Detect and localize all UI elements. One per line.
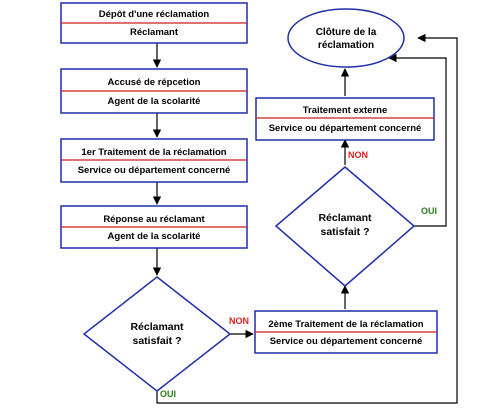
process-box-reponse: Réponse au réclamant Agent de la scolari…: [60, 205, 248, 249]
decision-diamond-2: Réclamant satisfait ?: [274, 166, 416, 287]
process-box-accuse: Accusé de répcetion Agent de la scolarit…: [60, 68, 248, 114]
arrow-d1-oui-terminal: [156, 33, 458, 404]
label-non-1: NON: [229, 316, 249, 326]
process-box-traitement1: 1er Traitement de la réclamation Service…: [60, 138, 248, 183]
terminal-line2: réclamation: [318, 40, 374, 51]
arrow-d2-oui-terminal: [388, 53, 447, 227]
terminal-cloture: Clôture de la réclamation: [287, 8, 405, 68]
decision1-line1: Réclamant: [130, 321, 184, 333]
decision2-line2: satisfait ?: [320, 226, 369, 238]
box-accuse-title: Accusé de répcetion: [108, 77, 201, 88]
process-box-depot: Dépôt d'une réclamation Réclamant: [60, 2, 248, 44]
box-traitement2-actor: Service ou département concerné: [270, 336, 423, 347]
box-traitement1-actor: Service ou département concerné: [78, 165, 231, 176]
box-depot-actor: Réclamant: [130, 27, 179, 38]
label-oui-1: OUI: [160, 389, 176, 399]
process-box-traitement2: 2ème Traitement de la réclamation Servic…: [254, 310, 438, 354]
box-depot-title: Dépôt d'une réclamation: [99, 9, 210, 20]
box-reponse-title: Réponse au réclamant: [103, 214, 205, 225]
box-accuse-actor: Agent de la scolarité: [108, 96, 201, 107]
process-box-externe: Traitement externe Service ou départemen…: [255, 97, 435, 141]
connectors: [152, 33, 458, 404]
decision2-line1: Réclamant: [318, 212, 372, 224]
terminal-line1: Clôture de la: [316, 27, 377, 38]
label-non-2: NON: [348, 150, 368, 160]
decision1-line2: satisfait ?: [132, 335, 181, 347]
box-traitement2-title: 2ème Traitement de la réclamation: [268, 319, 423, 330]
decision-diamond-1: Réclamant satisfait ?: [82, 276, 232, 392]
box-reponse-actor: Agent de la scolarité: [108, 231, 201, 242]
box-externe-title: Traitement externe: [303, 105, 387, 116]
box-externe-actor: Service ou département concerné: [269, 123, 422, 134]
box-traitement1-title: 1er Traitement de la réclamation: [81, 147, 226, 158]
label-oui-2: OUI: [421, 206, 437, 216]
